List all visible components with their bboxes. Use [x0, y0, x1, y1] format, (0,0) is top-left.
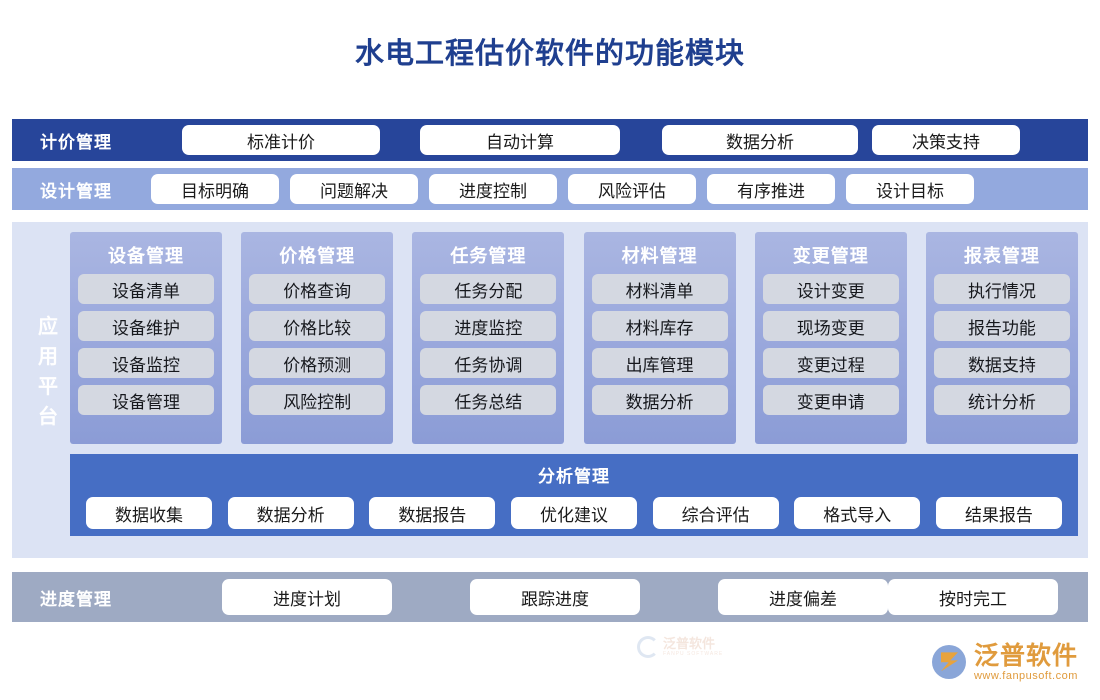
column-title-material: 材料管理	[621, 246, 698, 266]
change-item-1[interactable]: 现场变更	[762, 311, 899, 341]
task-item-3[interactable]: 任务总结	[420, 385, 557, 415]
column-title-equipment: 设备管理	[108, 246, 184, 266]
material-item-2[interactable]: 出库管理	[591, 348, 728, 378]
analysis-items: 数据收集 数据分析 数据报告 优化建议 综合评估 格式导入 结果报告	[70, 497, 1078, 529]
analysis-item-3[interactable]: 优化建议	[510, 497, 637, 529]
progress-item-2[interactable]: 进度偏差	[718, 579, 888, 615]
equipment-item-0[interactable]: 设备清单	[78, 274, 214, 304]
brand-logo: 泛普软件 www.fanpusoft.com	[931, 641, 1078, 682]
pricing-item-2[interactable]: 数据分析	[662, 125, 858, 155]
design-item-1[interactable]: 问题解决	[290, 174, 418, 204]
analysis-item-2[interactable]: 数据报告	[369, 497, 496, 529]
page-title: 水电工程估价软件的功能模块	[354, 38, 745, 70]
analysis-item-6[interactable]: 结果报告	[935, 497, 1062, 529]
progress-item-1[interactable]: 跟踪进度	[470, 579, 640, 615]
report-item-2[interactable]: 数据支持	[933, 348, 1070, 378]
column-title-price: 价格管理	[279, 246, 356, 266]
material-item-3[interactable]: 数据分析	[591, 385, 728, 415]
equipment-item-3[interactable]: 设备管理	[78, 385, 214, 415]
analysis-item-1[interactable]: 数据分析	[227, 497, 354, 529]
report-item-0[interactable]: 执行情况	[933, 274, 1070, 304]
pricing-item-3[interactable]: 决策支持	[872, 125, 1020, 155]
analysis-management-title: 分析管理	[538, 467, 610, 486]
price-item-3[interactable]: 风险控制	[249, 385, 386, 415]
material-item-1[interactable]: 材料库存	[591, 311, 728, 341]
analysis-item-5[interactable]: 格式导入	[794, 497, 921, 529]
application-platform-panel: 应用平台 设备管理 设备清单 设备维护 设备监控 设备管理 价格管理 价格查询 …	[12, 222, 1088, 658]
price-item-1[interactable]: 价格比较	[249, 311, 386, 341]
column-title-task: 任务管理	[450, 246, 527, 266]
module-column-task: 任务管理 任务分配 进度监控 任务协调 任务总结	[412, 232, 565, 444]
equipment-item-1[interactable]: 设备维护	[78, 311, 214, 341]
material-item-0[interactable]: 材料清单	[591, 274, 728, 304]
watermark-subtext: FANPU SOFTWARE	[663, 650, 724, 657]
design-item-5[interactable]: 设计目标	[846, 174, 974, 204]
progress-item-0[interactable]: 进度计划	[222, 579, 392, 615]
module-column-equipment: 设备管理 设备清单 设备维护 设备监控 设备管理	[70, 232, 222, 444]
brand-url: www.fanpusoft.com	[973, 670, 1078, 682]
module-column-report: 报表管理 执行情况 报告功能 数据支持 统计分析	[925, 232, 1078, 444]
design-item-3[interactable]: 风险评估	[568, 174, 696, 204]
watermark-text: 泛普软件	[663, 636, 716, 652]
column-title-report: 报表管理	[963, 246, 1040, 266]
module-columns: 设备管理 设备清单 设备维护 设备监控 设备管理 价格管理 价格查询 价格比较 …	[70, 232, 1078, 444]
report-item-3[interactable]: 统计分析	[933, 385, 1070, 415]
task-item-2[interactable]: 任务协调	[420, 348, 557, 378]
application-platform-label: 应用平台	[38, 316, 60, 428]
change-item-0[interactable]: 设计变更	[762, 274, 899, 304]
pricing-management-row: 计价管理 标准计价 自动计算 数据分析 决策支持	[12, 119, 1088, 161]
progress-management-row: 进度管理 进度计划 跟踪进度 进度偏差 按时完工	[12, 572, 1088, 622]
watermark-logo: 泛普软件 FANPU SOFTWARE	[637, 636, 757, 658]
task-item-0[interactable]: 任务分配	[420, 274, 557, 304]
pricing-item-0[interactable]: 标准计价	[182, 125, 380, 155]
pricing-management-label: 计价管理	[40, 132, 112, 152]
design-item-2[interactable]: 进度控制	[429, 174, 557, 204]
price-item-0[interactable]: 价格查询	[249, 274, 386, 304]
fanpu-logo-icon	[931, 645, 966, 680]
change-item-2[interactable]: 变更过程	[762, 348, 899, 378]
equipment-item-2[interactable]: 设备监控	[78, 348, 214, 378]
module-column-change: 变更管理 设计变更 现场变更 变更过程 变更申请	[754, 232, 907, 444]
brand-name: 泛普软件	[973, 641, 1078, 670]
column-title-change: 变更管理	[792, 246, 869, 266]
watermark-mark-icon	[637, 636, 659, 658]
analysis-management-band: 分析管理 数据收集 数据分析 数据报告 优化建议 综合评估 格式导入 结果报告	[70, 454, 1078, 536]
progress-management-label: 进度管理	[40, 589, 112, 609]
module-column-material: 材料管理 材料清单 材料库存 出库管理 数据分析	[583, 232, 736, 444]
change-item-3[interactable]: 变更申请	[762, 385, 899, 415]
design-management-label: 设计管理	[40, 181, 112, 201]
analysis-item-0[interactable]: 数据收集	[86, 497, 212, 529]
report-item-1[interactable]: 报告功能	[933, 311, 1070, 341]
design-management-row: 设计管理 目标明确 问题解决 进度控制 风险评估 有序推进 设计目标	[12, 168, 1088, 210]
design-item-0[interactable]: 目标明确	[151, 174, 279, 204]
module-column-price: 价格管理 价格查询 价格比较 价格预测 风险控制	[241, 232, 394, 444]
analysis-item-4[interactable]: 综合评估	[652, 497, 779, 529]
pricing-item-1[interactable]: 自动计算	[420, 125, 620, 155]
task-item-1[interactable]: 进度监控	[420, 311, 557, 341]
progress-item-3[interactable]: 按时完工	[888, 579, 1058, 615]
price-item-2[interactable]: 价格预测	[249, 348, 386, 378]
design-item-4[interactable]: 有序推进	[707, 174, 835, 204]
